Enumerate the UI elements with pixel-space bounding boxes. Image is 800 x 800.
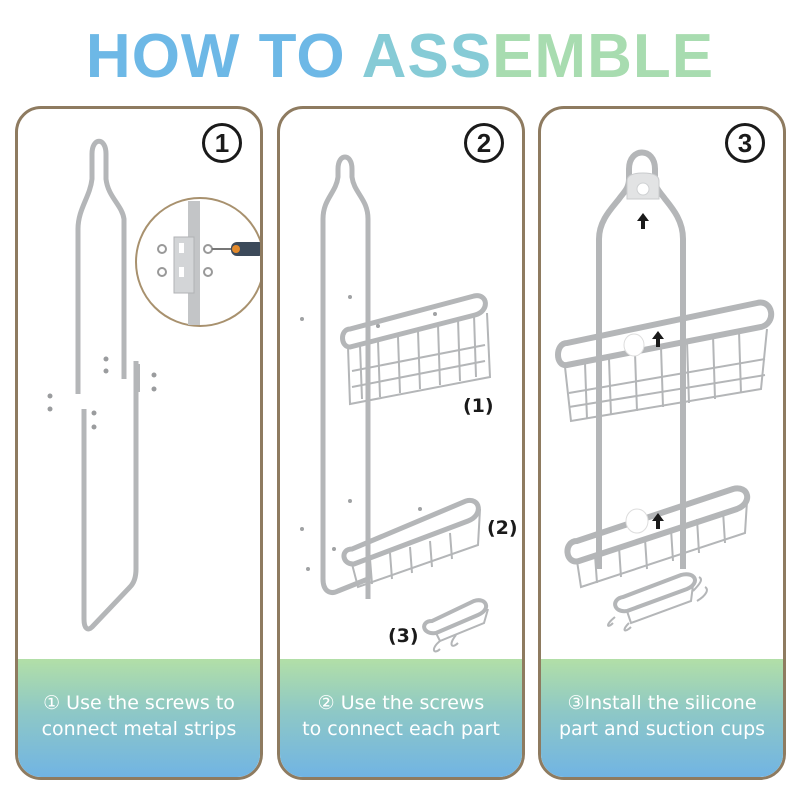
soap-dish-icon <box>607 572 708 632</box>
silicone-part-icon <box>626 172 660 200</box>
step-3-illustration <box>555 149 774 632</box>
suction-cup-icon <box>625 508 649 534</box>
arrow-up-icon <box>652 331 664 347</box>
step-1-illustration <box>47 138 260 632</box>
basket-2-icon <box>341 497 481 589</box>
title-part-how-to: HOW TO <box>85 22 362 91</box>
part-label-3: (3) <box>388 625 419 647</box>
caption-line: connect metal strips <box>41 718 237 740</box>
caption-line: ② Use the screws <box>317 692 485 714</box>
step-number-badge: 2 <box>464 123 504 163</box>
basket-1-icon <box>555 299 774 423</box>
step-3-panel: 3 ③Install the silicone part and suction… <box>538 106 786 780</box>
caption-line: to connect each part <box>302 718 500 740</box>
suction-cup-icon <box>623 333 645 357</box>
soap-dish-icon <box>422 598 489 653</box>
arrow-up-icon <box>637 213 649 229</box>
basket-1-icon <box>340 293 492 406</box>
step-3-caption: ③Install the silicone part and suction c… <box>541 659 783 777</box>
title-part-emble: EMBLE <box>492 22 715 91</box>
step-2-illustration <box>300 154 492 653</box>
screwdriver-detail-icon <box>135 197 260 327</box>
part-label-2: (2) <box>487 517 518 539</box>
caption-line: ① Use the screws to <box>43 692 235 714</box>
page-title: HOW TO ASSEMBLE <box>0 22 800 92</box>
caption-line: part and suction cups <box>558 718 766 740</box>
step-1-caption: ① Use the screws to connect metal strips <box>18 659 260 777</box>
step-1-panel: 1 ① Use the screws to connect metal stri… <box>15 106 263 780</box>
arrow-up-icon <box>652 513 664 529</box>
part-label-1: (1) <box>463 395 494 417</box>
basket-2-icon <box>564 485 750 589</box>
step-2-caption: ② Use the screws to connect each part <box>280 659 522 777</box>
step-number-badge: 1 <box>202 123 242 163</box>
step-2-panel: 2 (1) (2) (3) ② Use the screws to connec… <box>277 106 525 780</box>
step-number-badge: 3 <box>725 123 765 163</box>
caption-line: ③Install the silicone <box>567 692 757 714</box>
title-part-ass: ASS <box>361 22 493 91</box>
